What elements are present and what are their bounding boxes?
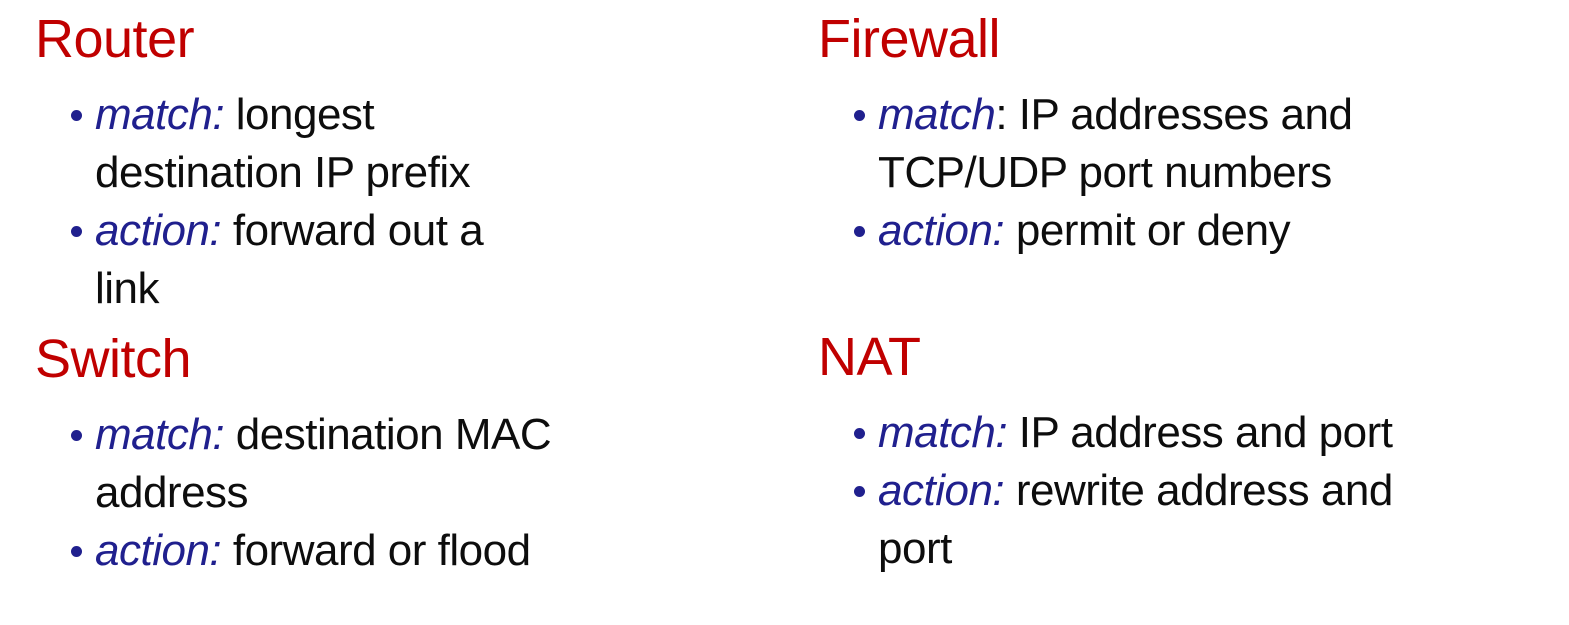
section-router: Router match: longest destination IP pref… [35, 6, 735, 318]
bullet-text: destination MAC [224, 410, 552, 459]
switch-match-bullet: match: destination MAC address [35, 406, 735, 522]
bullet-dot-icon [854, 226, 865, 237]
section-nat: NAT match: IP address and port action: r… [818, 324, 1518, 578]
router-action-bullet: action: forward out a link [35, 202, 735, 318]
bullet-text: IP address and port [1007, 408, 1393, 457]
bullet-text-continuation: port [878, 524, 952, 573]
bullet-text-continuation: address [95, 468, 249, 517]
bullet-label: action: [95, 526, 222, 575]
switch-action-bullet: action: forward or flood [35, 522, 735, 580]
bullet-text-continuation: TCP/UDP port numbers [878, 148, 1332, 197]
bullet-label: action: [878, 206, 1005, 255]
bullet-text: forward out a [221, 206, 484, 255]
bullet-label: match: [95, 410, 225, 459]
firewall-action-bullet: action: permit or deny [818, 202, 1518, 260]
bullet-label: action: [878, 466, 1005, 515]
bullet-text: longest [224, 90, 375, 139]
nat-bullet-list: match: IP address and port action: rewri… [818, 404, 1518, 578]
column-left: Router match: longest destination IP pref… [35, 6, 735, 580]
bullet-label: match: [95, 90, 225, 139]
bullet-text: forward or flood [221, 526, 531, 575]
router-bullet-list: match: longest destination IP prefix acti… [35, 86, 735, 318]
bullet-text: permit or deny [1004, 206, 1291, 255]
bullet-dot-icon [854, 486, 865, 497]
bullet-label: match: [878, 408, 1008, 457]
section-switch: Switch match: destination MAC address act… [35, 326, 735, 580]
nat-action-bullet: action: rewrite address and port [818, 462, 1518, 578]
bullet-dot-icon [71, 226, 82, 237]
bullet-text: rewrite address and [1004, 466, 1393, 515]
nat-match-bullet: match: IP address and port [818, 404, 1518, 462]
bullet-dot-icon [71, 110, 82, 121]
section-title-router: Router [35, 9, 195, 69]
bullet-text: : IP addresses and [995, 90, 1353, 139]
section-title-switch: Switch [35, 329, 192, 389]
switch-bullet-list: match: destination MAC address action: fo… [35, 406, 735, 580]
bullet-label: action: [95, 206, 222, 255]
router-match-bullet: match: longest destination IP prefix [35, 86, 735, 202]
bullet-text-continuation: destination IP prefix [95, 148, 471, 197]
bullet-dot-icon [71, 430, 82, 441]
section-title-nat: NAT [818, 327, 921, 387]
bullet-dot-icon [71, 546, 82, 557]
bullet-dot-icon [854, 110, 865, 121]
section-title-firewall: Firewall [818, 9, 1001, 69]
bullet-label: match [878, 90, 996, 139]
bullet-text-continuation: link [95, 264, 160, 313]
bullet-dot-icon [854, 428, 865, 439]
